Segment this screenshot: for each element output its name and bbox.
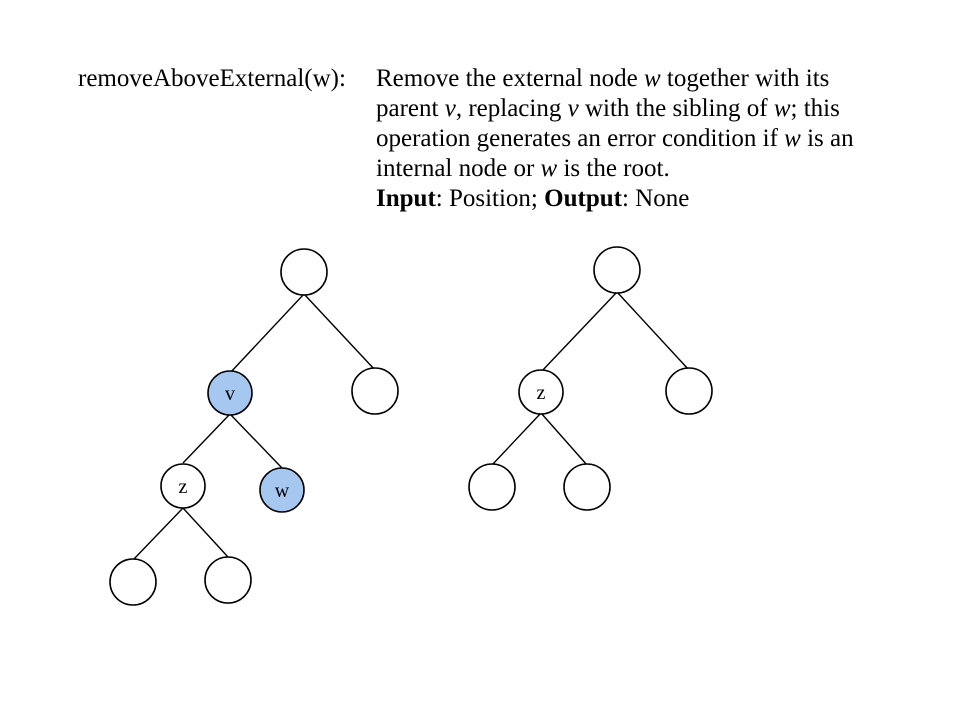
tree-node bbox=[280, 248, 328, 296]
description-line-2: parent v, replacing v with the sibling o… bbox=[376, 95, 840, 122]
edge bbox=[229, 293, 305, 374]
tree-node bbox=[665, 367, 713, 415]
edge bbox=[229, 413, 283, 469]
edge bbox=[303, 293, 376, 371]
tree-node bbox=[593, 246, 641, 294]
node-label: z bbox=[179, 476, 188, 498]
description-line-5: Input: Position; Output: None bbox=[376, 185, 690, 212]
node-label: w bbox=[275, 480, 290, 502]
tree-node-z bbox=[518, 369, 564, 415]
edge bbox=[182, 507, 229, 558]
operation-signature: removeAboveExternal(w): bbox=[78, 65, 346, 92]
tree-node bbox=[468, 463, 516, 511]
edge bbox=[616, 291, 690, 371]
tree-node bbox=[351, 367, 399, 415]
tree-node-z bbox=[160, 463, 206, 509]
tree-after: z bbox=[468, 246, 713, 511]
tree-node-w bbox=[259, 467, 305, 513]
edge bbox=[182, 413, 231, 464]
node-label: v bbox=[225, 383, 235, 405]
tree-node bbox=[109, 558, 157, 606]
node-label: z bbox=[537, 382, 546, 404]
description-line-1: Remove the external node w together with… bbox=[376, 65, 830, 92]
description-line-4: internal node or w is the root. bbox=[376, 155, 670, 182]
edge bbox=[540, 291, 618, 373]
edge bbox=[540, 412, 588, 466]
tree-node-v bbox=[207, 370, 253, 416]
tree-before: v z w bbox=[109, 248, 399, 606]
edge bbox=[132, 507, 184, 561]
edge bbox=[491, 412, 542, 466]
description-line-3: operation generates an error condition i… bbox=[376, 125, 854, 152]
tree-node bbox=[204, 556, 252, 604]
operation-description: Remove the external node w together with… bbox=[376, 64, 936, 214]
tree-node bbox=[563, 463, 611, 511]
